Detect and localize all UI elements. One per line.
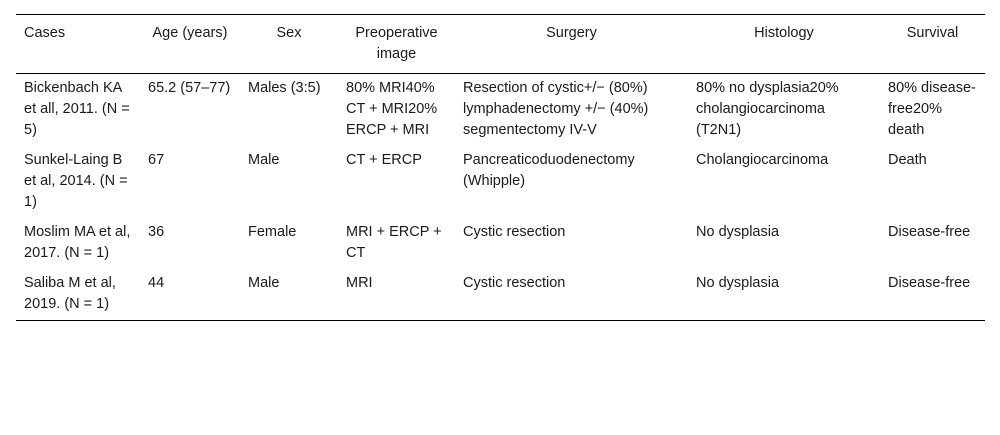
table-row: Saliba M et al, 2019. (N = 1) 44 Male MR… [16,269,985,321]
header-histology: Histology [688,14,880,74]
table-row: Bickenbach KA et all, 2011. (N = 5) 65.2… [16,74,985,147]
cell-sex: Male [240,269,338,321]
table-row: Sunkel-Laing B et al, 2014. (N = 1) 67 M… [16,146,985,218]
cell-surgery: Resection of cystic+/− (80%) lymphadenec… [463,80,649,138]
cell-survival: Death [888,152,927,168]
header-preoperative-image: Preoperative image [338,14,455,74]
cell-cases: Bickenbach KA et all, 2011. (N = 5) [24,80,130,138]
cell-sex: Male [248,152,280,168]
header-row: Cases Age (years) Sex Preoperative image… [16,14,985,74]
cell-age: 44 [140,269,240,321]
cell-image: MRI + ERCP + CT [346,224,442,261]
cell-cases: Moslim MA et al, 2017. (N = 1) [24,224,131,261]
cell-survival: Disease-free [880,269,985,321]
cell-survival: Disease-free [888,224,971,240]
header-surgery: Surgery [455,14,688,74]
cell-histology: No dysplasia [696,224,780,240]
cell-survival: 80% disease-free20% death [888,80,976,138]
cases-table: Cases Age (years) Sex Preoperative image… [16,14,985,321]
cell-surgery: Cystic resection [463,224,566,240]
cell-sex: Female [248,224,297,240]
header-sex: Sex [240,14,338,74]
cell-histology: 80% no dysplasia20% cholangiocarcinoma (… [696,80,839,138]
cell-image: MRI [338,269,455,321]
header-age: Age (years) [140,14,240,74]
cell-age: 67 [148,152,165,168]
cell-image: CT + ERCP [346,152,422,168]
cell-surgery: Pancreaticoduodenectomy (Whipple) [463,152,635,189]
cell-cases: Sunkel-Laing B et al, 2014. (N = 1) [24,152,128,210]
table-container: Cases Age (years) Sex Preoperative image… [16,14,985,321]
header-cases: Cases [16,14,140,74]
cell-age: 65.2 (57–77) [148,80,231,96]
cell-cases: Saliba M et al, 2019. (N = 1) [16,269,140,321]
header-survival: Survival [880,14,985,74]
cell-histology: No dysplasia [688,269,880,321]
cell-image: 80% MRI40% CT + MRI20% ERCP + MRI [346,80,438,138]
cell-surgery: Cystic resection [455,269,688,321]
cell-age: 36 [148,224,165,240]
table-row: Moslim MA et al, 2017. (N = 1) 36 Female… [16,218,985,269]
cell-sex: Males (3:5) [248,80,321,96]
cell-histology: Cholangiocarcinoma [696,152,829,168]
